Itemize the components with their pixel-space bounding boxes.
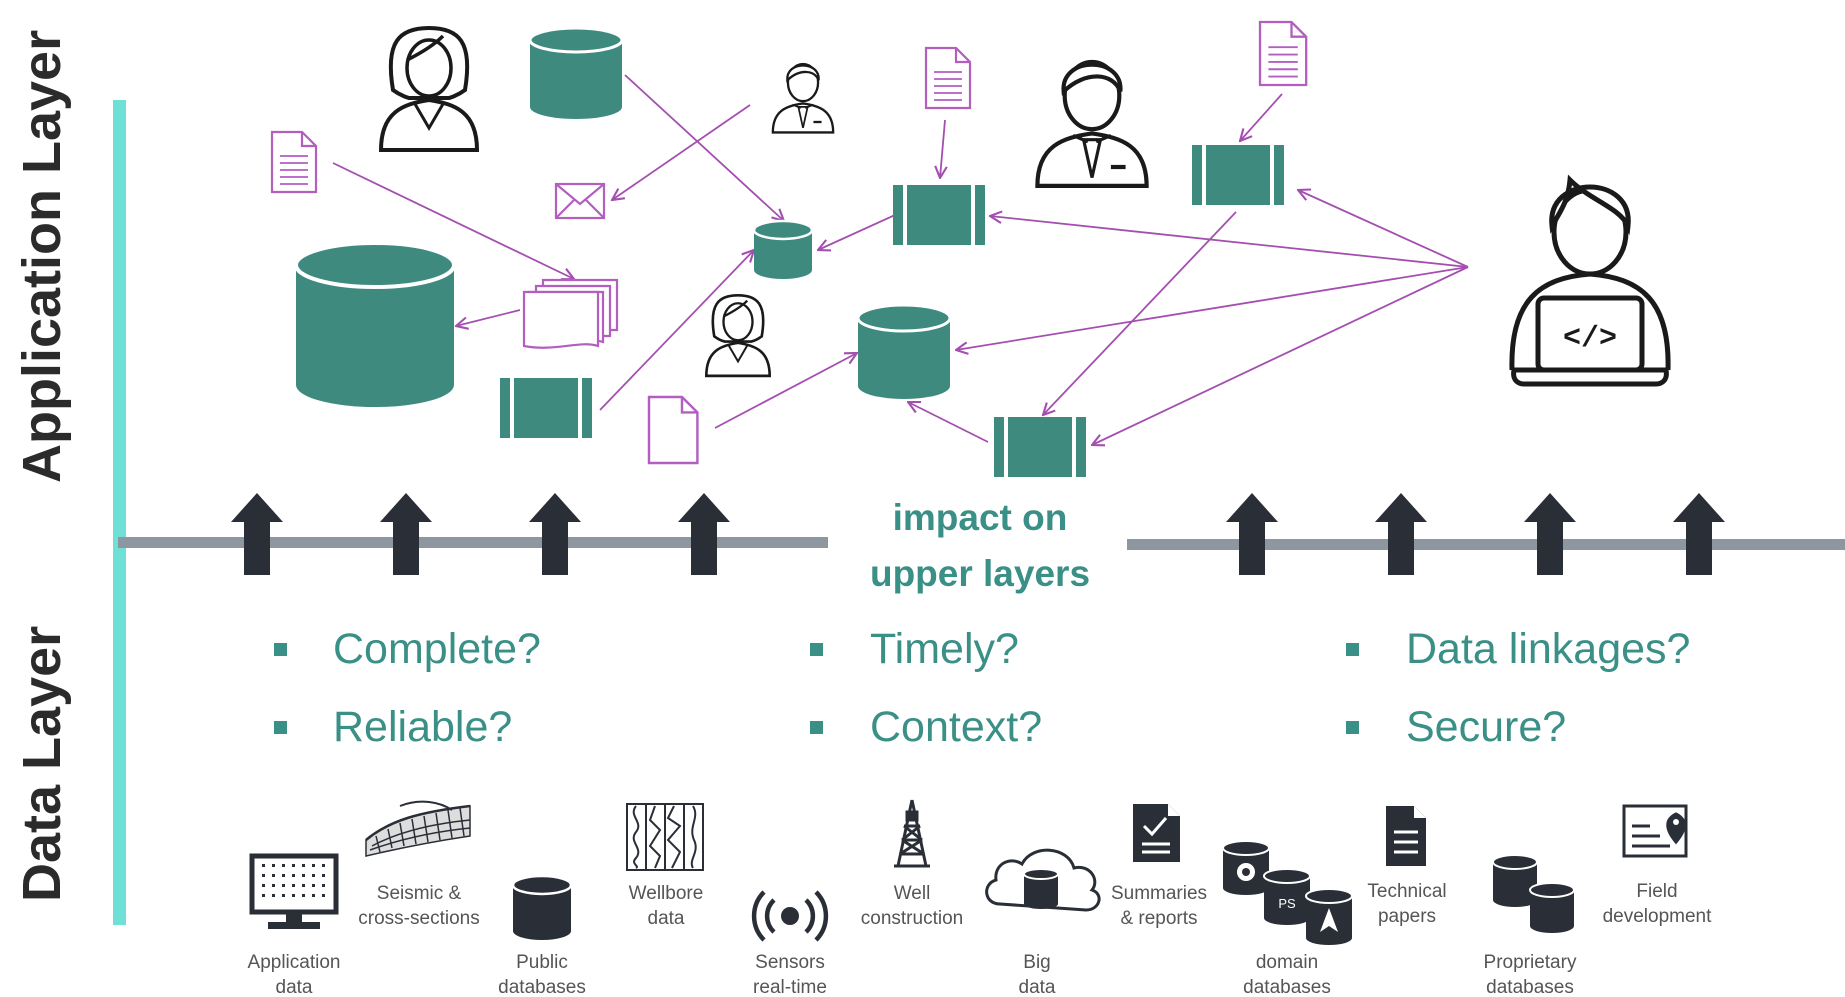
bullet-icon [1346,643,1359,656]
person-male-icon [1037,62,1146,186]
source-label-summaries: Summaries& reports [1110,883,1208,929]
database-icon [511,874,573,940]
envelope-icon [554,182,606,220]
person-female-icon [379,26,479,152]
sensor-icon [751,890,829,942]
layer-divider-left [118,537,828,548]
question-complete: Complete? [333,625,541,673]
wellbore-log-icon [626,803,704,871]
document-icon [1258,20,1308,87]
impact-label: impact on upper layers [840,490,1120,602]
document-icon [270,130,318,194]
cloud-database-icon [985,848,1101,912]
process-box-icon [994,417,1086,477]
bullet-icon [1346,721,1359,734]
person-male-icon [771,62,835,134]
question-reliable: Reliable? [333,703,513,751]
proprietary-databases-icon [1492,854,1575,933]
map-pin-icon [1622,804,1688,858]
database-icon [856,303,952,399]
bullet-icon [274,721,287,734]
person-female-icon [705,294,771,378]
seismic-icon [365,800,471,857]
question-timely: Timely? [870,625,1019,673]
question-context: Context? [870,703,1043,751]
report-icon [1133,804,1180,862]
impact-line-2: upper layers [869,553,1091,594]
layer-accent-bar [113,100,126,925]
document-icon [647,395,699,465]
svg-text:PS: PS [1278,896,1296,911]
document-icon [924,46,972,110]
document-stack-icon [522,278,619,349]
process-box-icon [893,185,985,245]
bullet-icon [810,643,823,656]
database-icon [528,26,624,119]
paper-icon [1386,806,1426,866]
question-secure: Secure? [1406,703,1567,751]
up-arrow-icon [231,493,1725,575]
database-icon [752,219,814,279]
developer-icon: </> [1509,174,1671,387]
database-icon [294,241,456,407]
source-label-seismic: Seismic &cross-sections [358,883,480,929]
question-data-linkages: Data linkages? [1406,625,1691,673]
bullet-icon [274,643,287,656]
process-box-icon [500,378,592,438]
bullet-icon [810,721,823,734]
domain-databases-icon: PS [1222,840,1353,945]
impact-line-1: impact on [892,497,1068,538]
code-snippet-icon: </> [1563,322,1617,356]
oil-rig-icon [894,799,930,868]
layer-divider-right [1127,539,1845,550]
monitor-icon [249,853,339,929]
process-box-icon [1192,145,1284,205]
